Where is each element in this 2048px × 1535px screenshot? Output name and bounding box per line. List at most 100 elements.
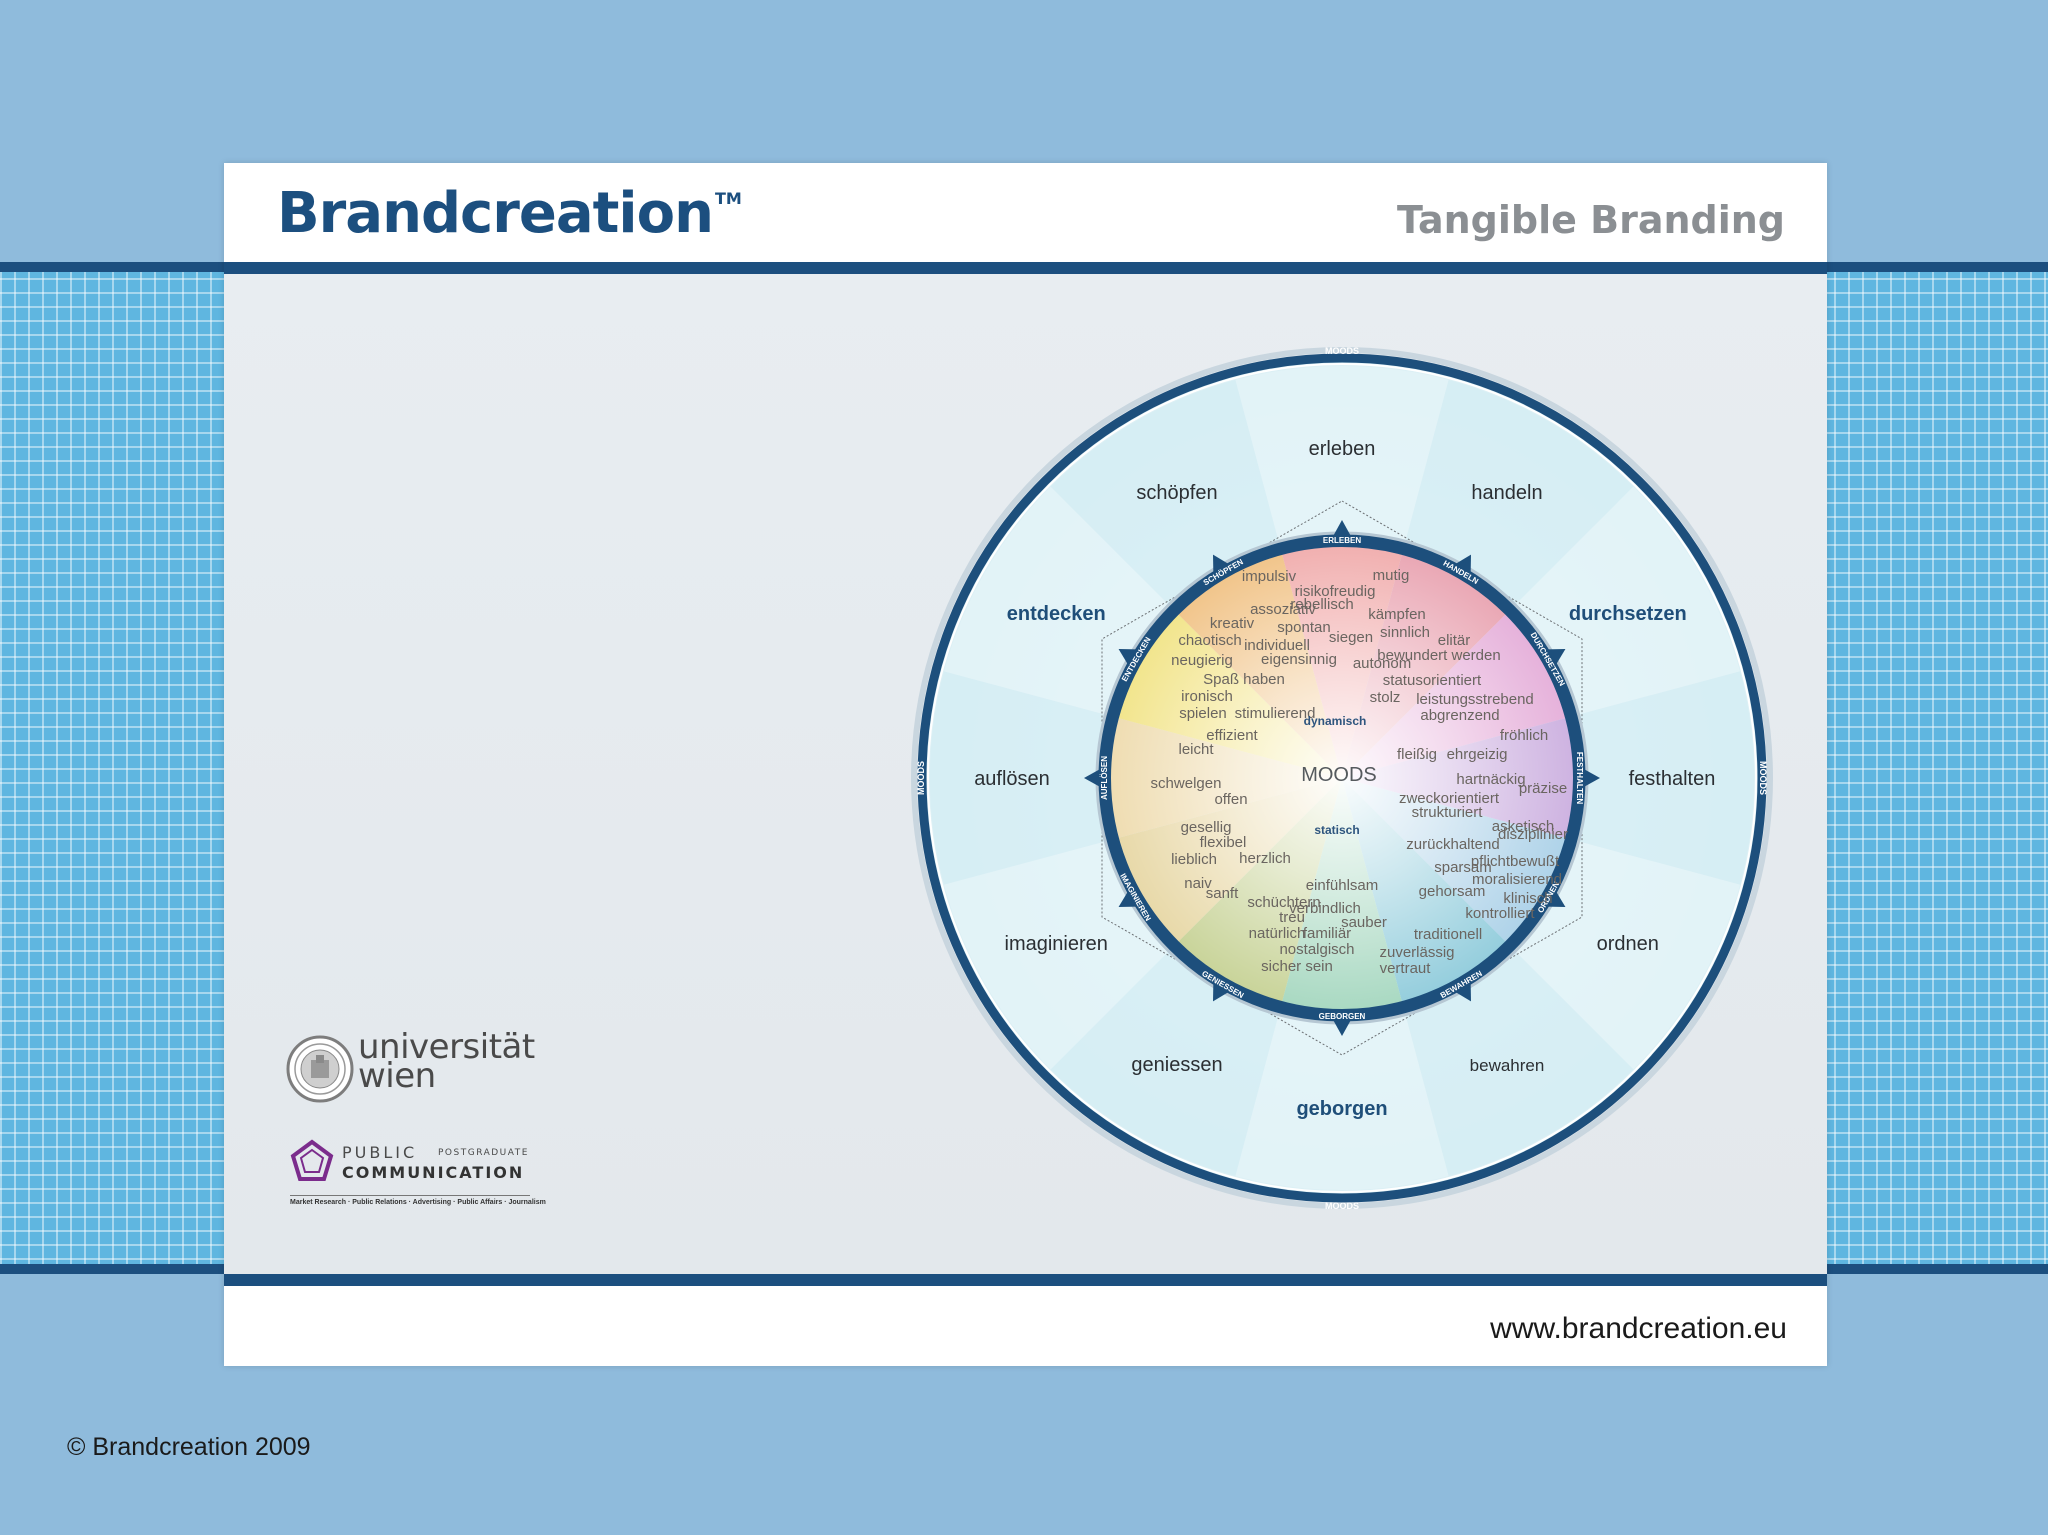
outer-label: festhalten [1629, 768, 1716, 790]
mood-word: effizient [1206, 727, 1258, 744]
ring-label-top: MOODS [1325, 346, 1359, 356]
mood-word: rebellisch [1290, 596, 1353, 613]
mood-word: klinisch [1503, 890, 1552, 907]
mood-word: verbindlich [1289, 900, 1361, 917]
ring-notch [1213, 554, 1235, 581]
mood-word: Spaß haben [1203, 671, 1285, 688]
mood-word: ironisch [1181, 688, 1233, 705]
website-link[interactable]: www.brandcreation.eu [1490, 1312, 1787, 1345]
public-communication-logo: PUBLIC POSTGRADUATE COMMUNICATION Market… [290, 1139, 550, 1229]
mood-word: herzlich [1239, 850, 1291, 867]
mood-word: zurückhaltend [1406, 836, 1499, 853]
mood-word: flexibel [1200, 834, 1247, 851]
mood-word: hartnäckig [1456, 771, 1525, 788]
mood-word: sicher sein [1261, 958, 1333, 975]
ring-label-bottom: MOODS [1325, 1201, 1359, 1211]
moods-wheel: MOODS MOODS MOODS MOODS ERLEBENHANDELNDU… [911, 346, 1773, 1211]
mood-word: einfühlsam [1306, 877, 1379, 894]
mood-word: stolz [1370, 689, 1401, 706]
mood-word: kämpfen [1368, 606, 1426, 623]
ring-notch [1539, 885, 1566, 907]
ring-notch [1213, 975, 1235, 1002]
header-rule [224, 262, 1827, 274]
outer-label: schöpfen [1136, 482, 1217, 504]
pc-public: PUBLIC [342, 1143, 418, 1162]
mood-word: zuverlässig [1379, 944, 1454, 961]
ring-notch [1084, 765, 1107, 791]
pc-fields: Market Research · Public Relations · Adv… [290, 1199, 546, 1206]
mood-word: abgrenzend [1420, 707, 1499, 724]
mood-word: sinnlich [1380, 624, 1430, 641]
ring-notch [1577, 765, 1600, 791]
mood-word: chaotisch [1178, 632, 1241, 649]
mood-word: stimulierend [1235, 705, 1316, 722]
outer-label: geborgen [1296, 1098, 1387, 1120]
hexagon-outline [1101, 500, 1583, 1056]
mood-word: leistungsstrebend [1416, 691, 1534, 708]
inner-glow [1110, 546, 1574, 1010]
slide-footer: www.brandcreation.eu [224, 1286, 1827, 1366]
mood-word: statusorientiert [1383, 672, 1482, 689]
university-line-2: wien [358, 1056, 436, 1096]
mood-word: fröhlich [1500, 727, 1548, 744]
inner-ring-label: ERLEBEN [1323, 536, 1361, 545]
mood-word: assoziativ [1250, 601, 1316, 618]
mood-word: sanft [1206, 885, 1239, 902]
pc-divider [290, 1195, 530, 1196]
copyright: © Brandcreation 2009 [67, 1433, 311, 1461]
mood-word: bewundert werden [1377, 647, 1500, 664]
mood-word: kreativ [1210, 615, 1255, 632]
ring-notch [1539, 649, 1566, 671]
mood-word: zweckorientiert [1399, 790, 1500, 807]
trademark: TM [714, 189, 742, 208]
mood-word: neugierig [1171, 652, 1233, 669]
mood-word: eigensinnig [1261, 651, 1337, 668]
mood-word: risikofreudig [1295, 583, 1376, 600]
outer-label: imaginieren [1005, 933, 1108, 955]
mood-word: mutig [1373, 567, 1410, 584]
outer-label: ordnen [1597, 933, 1659, 955]
ring-label-right: MOODS [1758, 761, 1768, 795]
brand-name: Brandcreation [277, 181, 714, 246]
mood-word: familiär [1303, 925, 1351, 942]
mood-word: elitär [1438, 632, 1471, 649]
inner-ring-label: AUFLÖSEN [1100, 756, 1109, 800]
mood-word: fleißig [1397, 746, 1437, 763]
mood-word: traditionell [1414, 926, 1482, 943]
mood-word: sparsam [1434, 859, 1492, 876]
outer-ring-light [911, 347, 1773, 1209]
mood-word: siegen [1329, 629, 1373, 646]
ring-notch [1118, 885, 1145, 907]
outer-ring-inner [927, 363, 1757, 1193]
mood-word: disziplinier [1498, 826, 1568, 843]
mood-word: spontan [1277, 619, 1330, 636]
axis-dynamisch: dynamisch [1304, 714, 1367, 728]
mood-word: schwelgen [1151, 775, 1222, 792]
outer-label: bewahren [1470, 1056, 1545, 1075]
mood-word: treu [1279, 909, 1305, 926]
mood-word: spielen [1179, 705, 1227, 722]
pentagon-icon [290, 1139, 334, 1181]
university-seal-icon [286, 1035, 354, 1103]
axis-statisch: statisch [1314, 823, 1359, 837]
mood-word: asketisch [1492, 818, 1555, 835]
mood-word: vertraut [1380, 960, 1432, 977]
outer-label: entdecken [1007, 603, 1106, 625]
ring-label-left: MOODS [916, 761, 926, 795]
tagline: Tangible Branding [1396, 198, 1785, 242]
ring-notch [1329, 1013, 1355, 1036]
mood-word: moralisierend [1472, 871, 1562, 888]
mood-word: ehrgeizig [1447, 746, 1508, 763]
footer-rule [224, 1274, 1827, 1286]
mood-word: lieblich [1171, 851, 1217, 868]
ring-notch [1449, 975, 1471, 1002]
ring-notch [1329, 520, 1355, 543]
inner-ring-label: GEBORGEN [1319, 1012, 1366, 1021]
outer-label: handeln [1471, 482, 1542, 504]
mood-word: sauber [1341, 914, 1387, 931]
outer-labels: erlebenhandelndurchsetzenfesthaltenordne… [974, 438, 1715, 1120]
inner-ring-label: FESTHALTEN [1575, 752, 1584, 805]
pc-communication: COMMUNICATION [342, 1163, 525, 1182]
